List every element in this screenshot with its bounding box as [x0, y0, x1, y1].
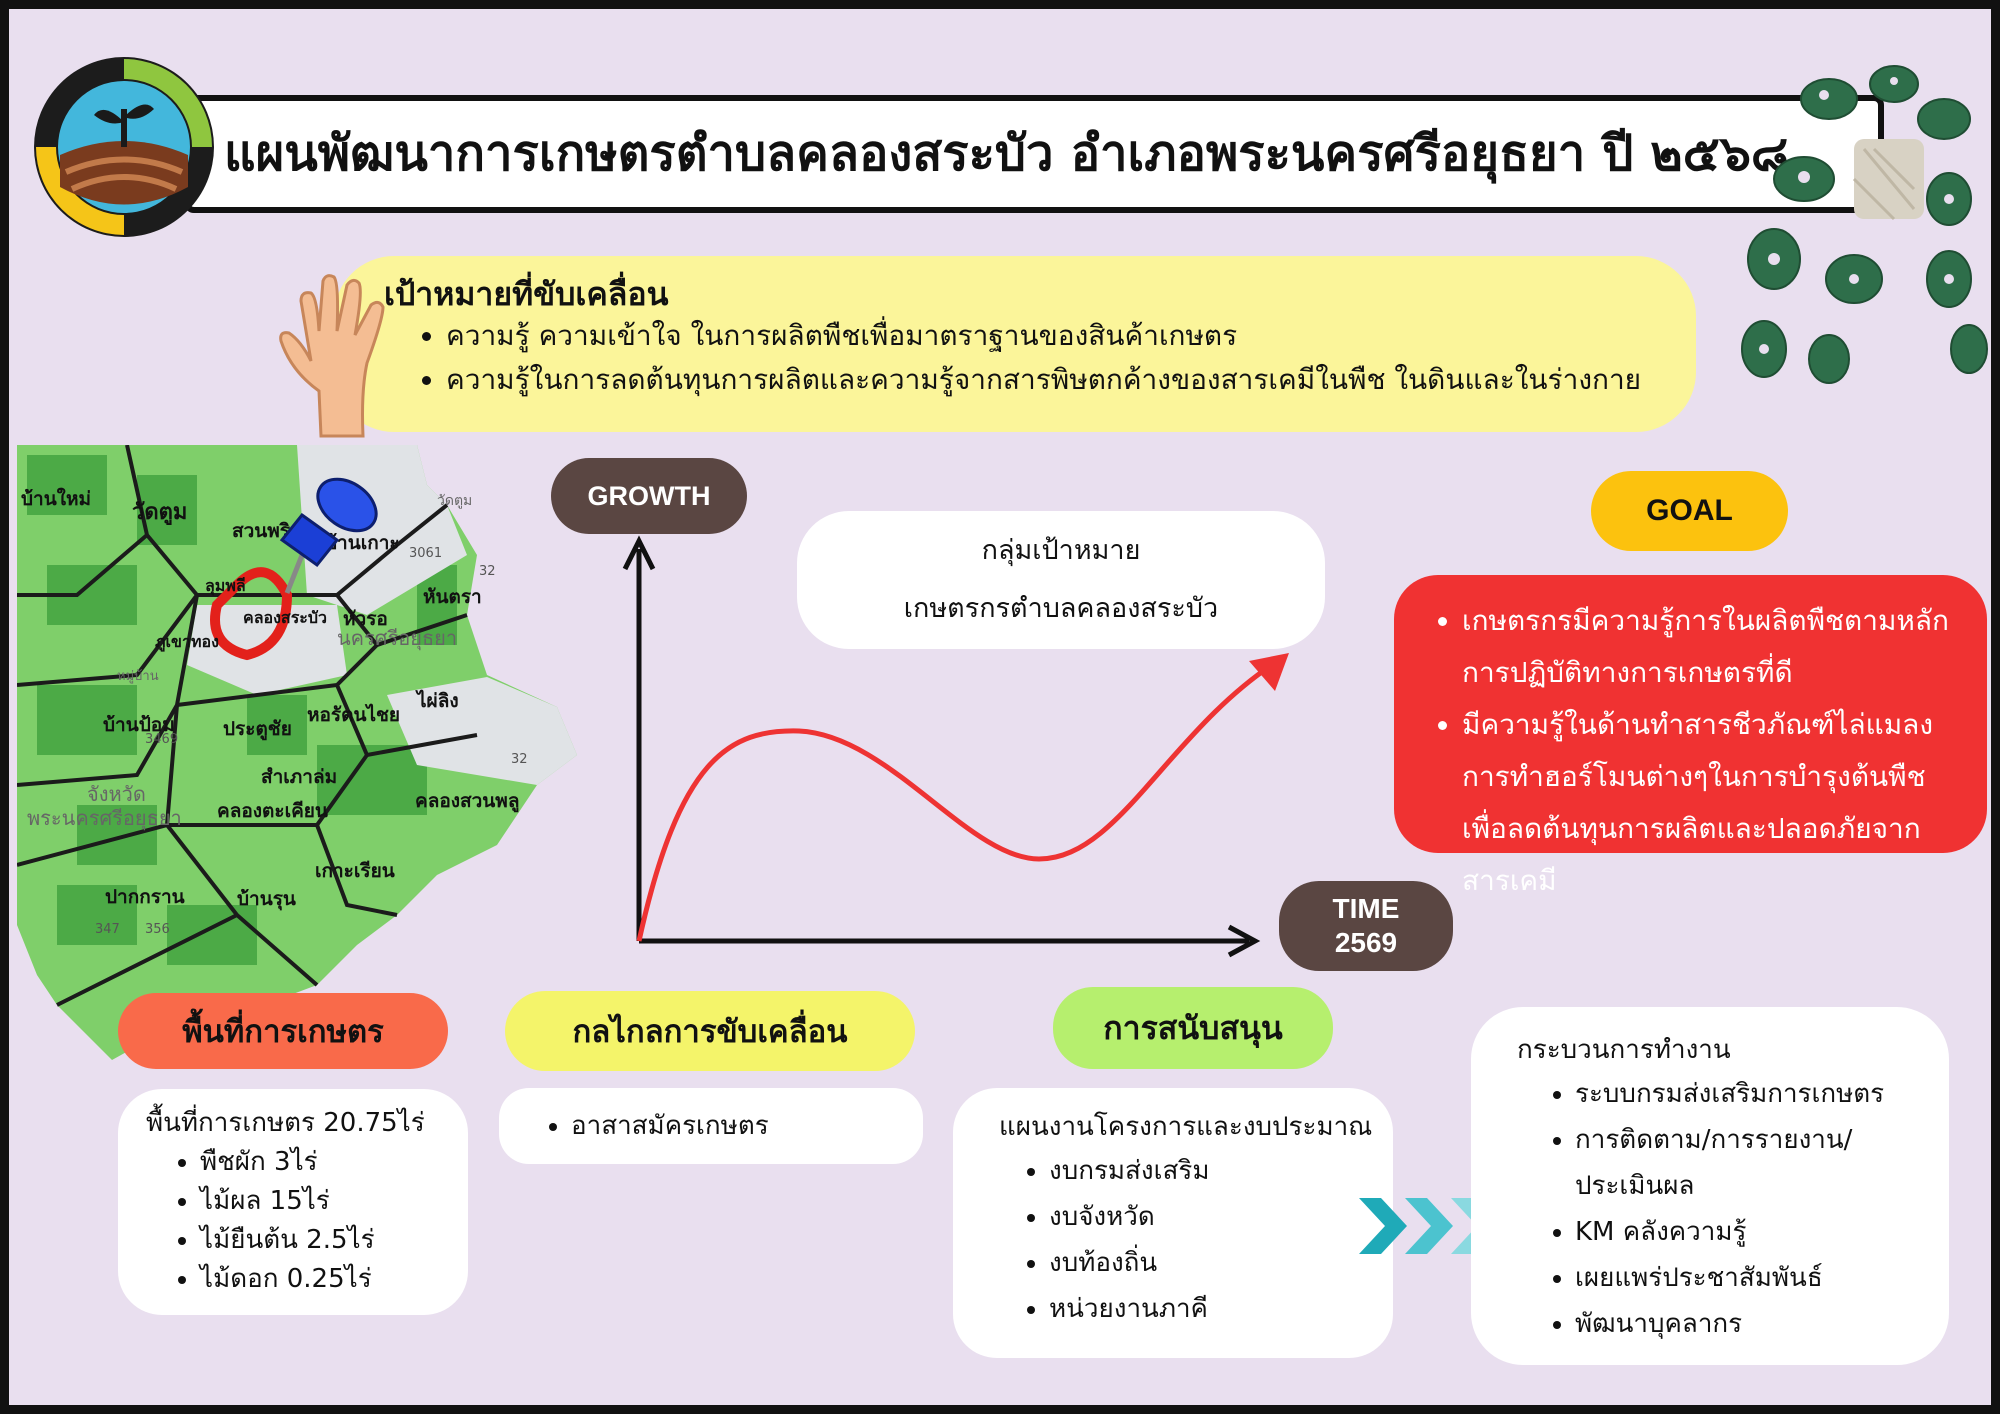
agri-area-item: พืชผัก 3ไร่	[200, 1143, 448, 1182]
page-title: แผนพัฒนาการเกษตรตำบลคลองสระบัว อำเภอพระน…	[224, 125, 1789, 182]
map-label: ประตูชัย	[223, 719, 292, 741]
process-item: เผยแพร่ประชาสัมพันธ์	[1575, 1255, 1929, 1301]
x-axis-label-line2: 2569	[1334, 927, 1398, 958]
map-background-text: วัดตูม	[437, 493, 472, 509]
agri-area-item: ไม้ผล 15ไร่	[200, 1182, 448, 1221]
map-label: ปากกราน	[105, 887, 185, 908]
map-label: บ้านป้อม	[103, 714, 175, 736]
goal-label: GOAL	[1591, 471, 1788, 551]
map-label: ภูเขาทอง	[155, 634, 219, 653]
support-heading: แผนงานโครงการและงบประมาณ	[999, 1112, 1373, 1142]
map-label: คลองตะเคียน	[217, 800, 328, 822]
map-background-text: นครศรีอยุธยา	[337, 626, 457, 651]
process-item: พัฒนาบุคลากร	[1575, 1301, 1929, 1347]
y-axis-label: GROWTH	[551, 458, 747, 534]
x-axis-label: TIME 2569	[1279, 881, 1453, 971]
goal-box-item: ความรู้ ความเข้าใจ ในการผลิตพืชเพื่อมาตร…	[446, 314, 1666, 358]
goal-card: เกษตรกรมีความรู้การในผลิตพืชตามหลักการปฏ…	[1394, 575, 1987, 897]
goal-box-heading: เป้าหมายที่ขับเคลื่อน	[384, 275, 669, 313]
agri-area-item: ไม้ดอก 0.25ไร่	[200, 1260, 448, 1299]
map-label: ลุมพลี	[205, 576, 246, 596]
target-group-card: กลุ่มเป้าหมาย เกษตรกรตำบลคลองสระบัว	[797, 511, 1325, 649]
goal-card-item: เกษตรกรมีความรู้การในผลิตพืชตามหลักการปฏ…	[1462, 595, 1961, 699]
map-label: หอรัตนไชย	[307, 703, 400, 726]
map-label: วัดตูม	[132, 499, 187, 526]
map-road-number: 32	[511, 752, 528, 767]
support-pill: การสนับสนุน	[1053, 987, 1333, 1069]
x-axis-label-line1: TIME	[1332, 893, 1400, 924]
growth-curve-arrowhead	[1249, 653, 1289, 691]
map-background-text: จังหวัด	[87, 782, 146, 806]
map-label: คลองสวนพลู	[415, 791, 519, 813]
map-label: สำเภาล่ม	[261, 767, 337, 788]
agri-area-total: พื้นที่การเกษตร 20.75ไร่	[146, 1108, 425, 1138]
target-group-name: เกษตรกรตำบลคลองสระบัว	[903, 593, 1219, 624]
map-label: บ้านใหม่	[21, 487, 91, 510]
agri-area-pill: พื้นที่การเกษตร	[118, 993, 448, 1069]
map-label: หันตรา	[423, 587, 482, 608]
process-item: KM คลังความรู้	[1575, 1209, 1929, 1255]
map-background-text: หมู่บ้าน	[117, 669, 159, 684]
growth-chart	[622, 535, 1289, 958]
support-item: งบกรมส่งเสริม	[1049, 1148, 1373, 1194]
target-group-heading: กลุ่มเป้าหมาย	[981, 535, 1141, 566]
map: บ้านใหม่ วัดตูม สวนพริก บ้านเกาะ ลุมพลี …	[17, 445, 577, 1060]
agri-area-card: พื้นที่การเกษตร 20.75ไร่ พืชผัก 3ไร่ ไม้…	[118, 1089, 468, 1315]
map-label: ไผ่ลิง	[415, 689, 459, 712]
map-road-number: 32	[479, 564, 496, 579]
support-item: หน่วยงานภาคี	[1049, 1286, 1373, 1332]
map-label: บ้านเกาะ	[325, 532, 400, 554]
support-card: แผนงานโครงการและงบประมาณ งบกรมส่งเสริม ง…	[953, 1088, 1393, 1358]
goal-card-item: มีความรู้ในด้านทำสารชีวภัณฑ์ไล่แมลง การท…	[1462, 699, 1961, 907]
process-item: การติดตาม/การรายงาน/ประเมินผล	[1575, 1117, 1875, 1209]
mechanism-pill: กลไกลการขับเคลื่อน	[505, 991, 915, 1071]
farm-logo-icon	[34, 57, 214, 237]
map-label: หัวรอ	[343, 609, 388, 630]
map-label: เกาะเรียน	[315, 860, 395, 882]
support-item: งบท้องถิ่น	[1049, 1240, 1373, 1286]
process-card: กระบวนการทำงาน ระบบกรมส่งเสริมการเกษตร ก…	[1471, 1007, 1949, 1365]
map-road-number: 3469	[145, 732, 178, 747]
map-road-number: 3061	[409, 546, 442, 561]
goal-box-item: ความรู้ในการลดต้นทุนการผลิตและความรู้จาก…	[446, 358, 1666, 402]
map-label: บ้านรุน	[237, 888, 296, 911]
map-road-number: 347	[95, 922, 120, 937]
support-item: งบจังหวัด	[1049, 1194, 1373, 1240]
goal-box: เป้าหมายที่ขับเคลื่อน ความรู้ ความเข้าใจ…	[334, 256, 1696, 432]
map-background-text: พระนครศรีอยุธยา	[27, 806, 182, 831]
map-road-number: 356	[145, 922, 170, 937]
title-bar	[184, 95, 1884, 213]
growth-curve	[636, 656, 1283, 942]
agri-area-item: ไม้ยืนต้น 2.5ไร่	[200, 1221, 448, 1260]
hand-icon	[279, 274, 385, 438]
mechanism-item: อาสาสมัครเกษตร	[571, 1106, 769, 1146]
plant-icon	[1741, 65, 1988, 384]
process-item: ระบบกรมส่งเสริมการเกษตร	[1575, 1071, 1929, 1117]
mechanism-card: อาสาสมัครเกษตร	[499, 1088, 923, 1164]
map-label: คลองสระบัว	[243, 609, 327, 627]
map-pin-icon	[279, 477, 378, 594]
process-heading: กระบวนการทำงาน	[1517, 1035, 1731, 1065]
